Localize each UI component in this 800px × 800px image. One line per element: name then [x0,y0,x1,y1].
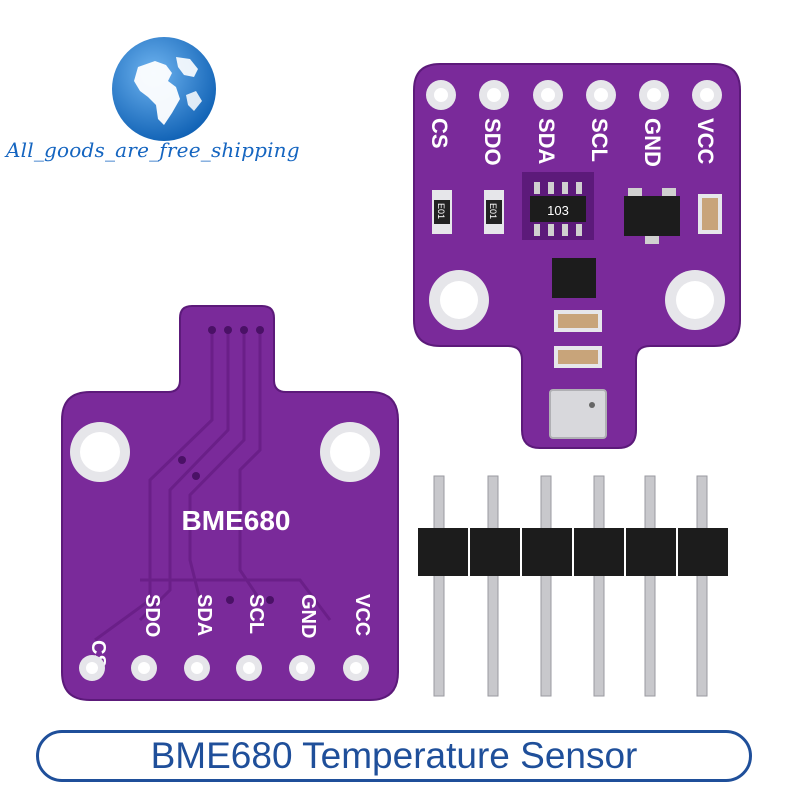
back-pin-label: VCC [351,594,373,636]
front-pin-labels: CS SDO SDA SCL GND VCC [427,118,718,167]
back-pin-labels: CS SDO SDA SCL GND VCC [87,594,373,668]
pcb-back-board: BME680 CS SDO SDA SCL GND VCC [61,305,399,701]
back-pin-label: SDA [193,594,215,636]
front-pin-label: SDO [480,118,505,166]
pcb-front-board: CS SDO SDA SCL GND VCC E01 E01 103 [413,63,741,449]
resistor-label: E01 [436,203,446,219]
back-pin-pads [79,655,369,681]
chip-marking: 103 [547,203,569,218]
pin-header [418,475,728,697]
back-pin-label: GND [297,594,319,638]
back-pin-label: SDO [141,594,163,637]
front-pin-label: SCL [587,118,612,162]
front-pin-label: GND [640,118,665,167]
caption-text: BME680 Temperature Sensor [150,735,638,776]
store-logo-text: All_goods_are_free_shipping [6,138,300,162]
front-pin-label: CS [427,118,452,149]
globe-logo-icon [112,37,216,141]
resistor-label: E01 [488,203,498,219]
front-pin-label: VCC [693,118,718,165]
front-pin-pads [426,80,722,110]
caption-frame [36,730,752,782]
back-board-title: BME680 [182,505,291,536]
front-pin-label: SDA [534,118,559,165]
back-pin-label: SCL [245,594,267,634]
